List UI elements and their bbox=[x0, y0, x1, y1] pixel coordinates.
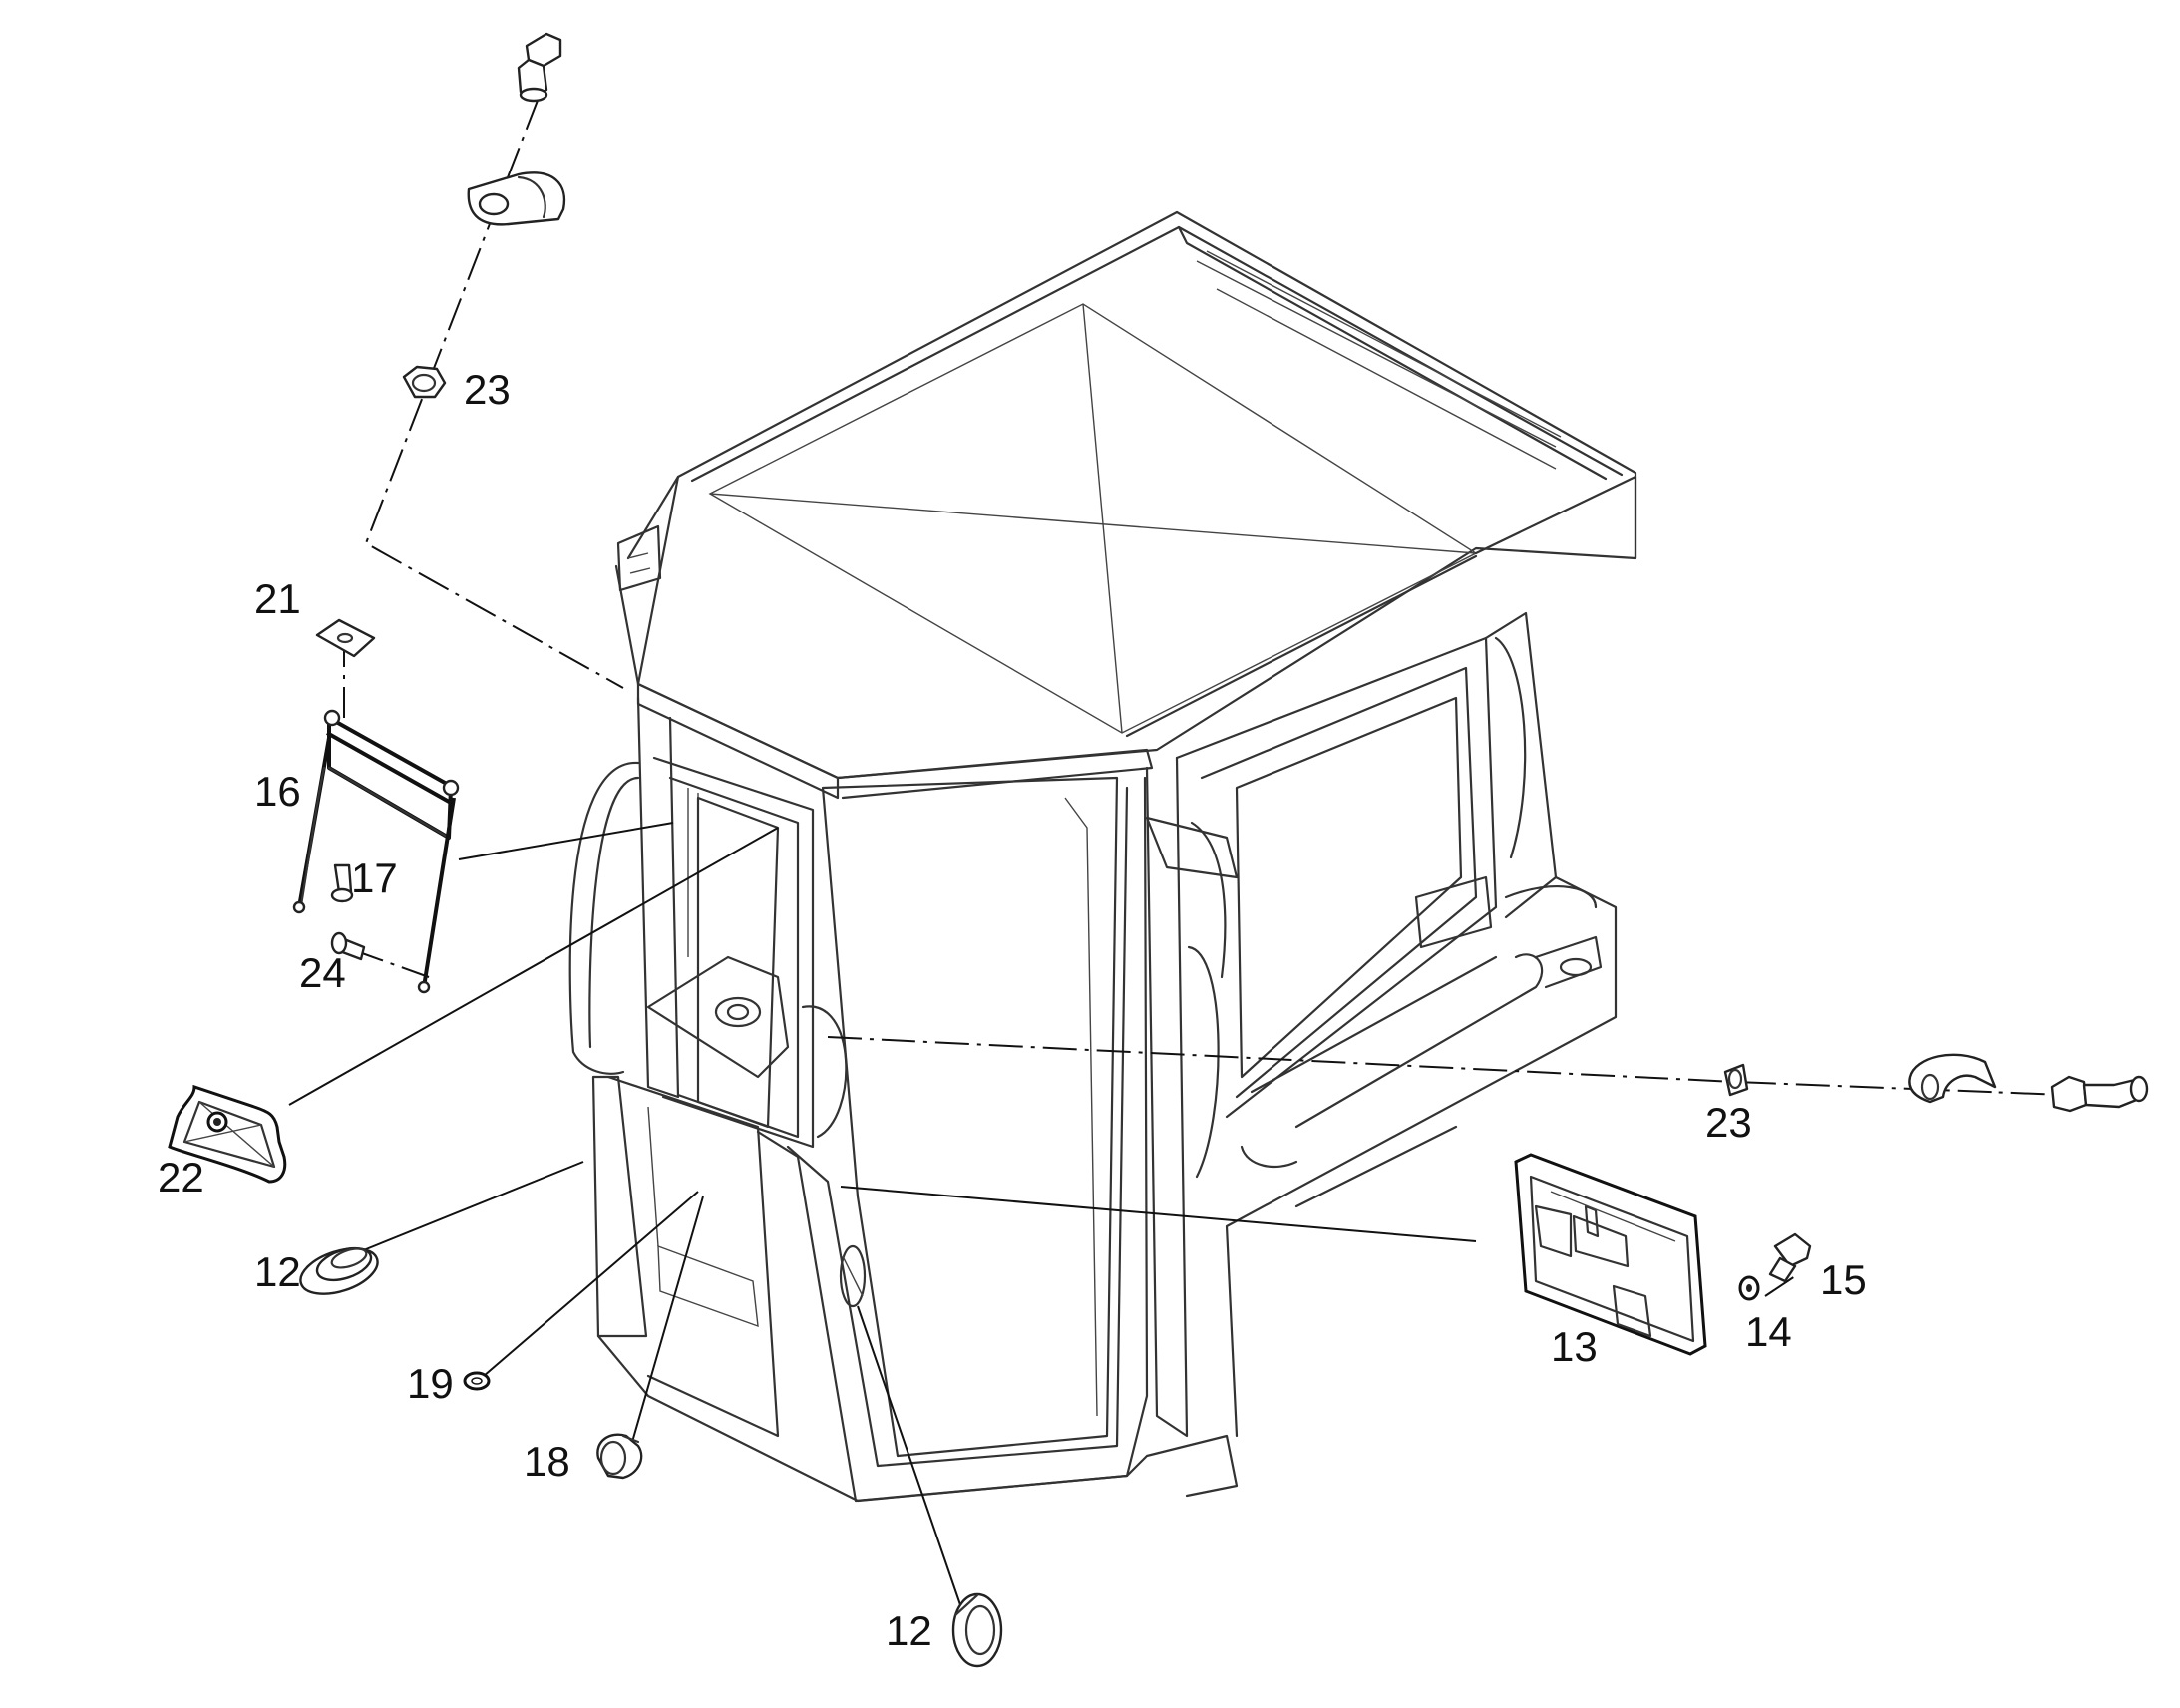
callout-15: 15 bbox=[1820, 1256, 1867, 1303]
pipe-clip-right-icon[interactable] bbox=[1908, 1053, 1997, 1104]
leader-lines bbox=[288, 822, 1477, 1626]
callout-13: 13 bbox=[1551, 1323, 1598, 1370]
callout-22: 22 bbox=[158, 1154, 204, 1200]
bolt-right-icon[interactable] bbox=[2050, 1075, 2149, 1113]
callout-labels: 23 21 16 17 24 22 12 19 18 12 13 14 15 2… bbox=[158, 366, 1867, 1654]
callout-23-top: 23 bbox=[464, 366, 511, 413]
hex-nut-right-icon[interactable] bbox=[1723, 1063, 1749, 1097]
callout-12-bottom: 12 bbox=[886, 1607, 932, 1654]
washer-icon[interactable] bbox=[315, 618, 376, 658]
grommet-ring-icon[interactable] bbox=[295, 1240, 383, 1303]
pipe-clip-icon[interactable] bbox=[467, 171, 566, 226]
callout-16: 16 bbox=[254, 768, 301, 815]
bolt-icon[interactable] bbox=[517, 32, 562, 103]
callout-21: 21 bbox=[254, 575, 301, 622]
roof-vents bbox=[1196, 250, 1562, 470]
callout-23-right: 23 bbox=[1705, 1099, 1752, 1146]
rear-view-mirror-icon[interactable] bbox=[168, 1084, 287, 1184]
callout-17: 17 bbox=[351, 854, 398, 901]
grommet-ring-bottom-icon[interactable] bbox=[951, 1592, 1003, 1668]
mounting-bracket-icon[interactable] bbox=[292, 709, 460, 994]
bolt-icon-15[interactable] bbox=[1768, 1232, 1812, 1283]
hose-clamp-icon[interactable] bbox=[596, 1433, 643, 1480]
screw-icon[interactable] bbox=[330, 863, 354, 903]
callout-18: 18 bbox=[524, 1438, 570, 1485]
callout-12-left: 12 bbox=[254, 1248, 301, 1295]
callout-19: 19 bbox=[407, 1360, 454, 1407]
washer-icon-19[interactable] bbox=[463, 1371, 491, 1391]
bracket-plate-icon[interactable] bbox=[1514, 1153, 1707, 1356]
hex-nut-icon[interactable] bbox=[402, 365, 447, 399]
callout-24: 24 bbox=[299, 949, 346, 996]
callout-14: 14 bbox=[1745, 1308, 1792, 1355]
cab-frame-drawing bbox=[568, 210, 1637, 1503]
washer-icon-14[interactable] bbox=[1738, 1275, 1760, 1301]
screw-icon-24[interactable] bbox=[330, 931, 366, 961]
